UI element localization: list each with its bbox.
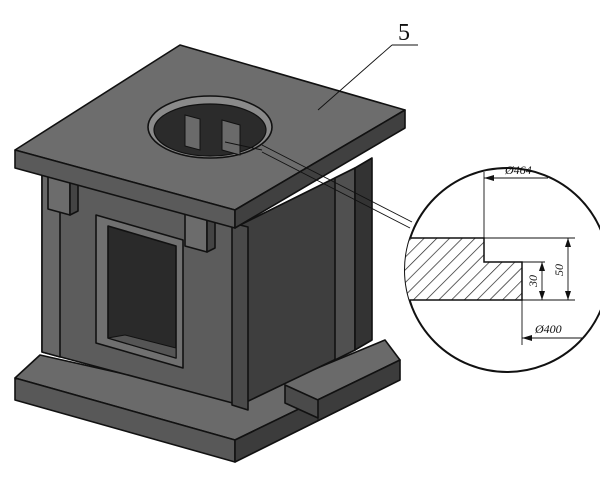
- window-opening: [95, 214, 184, 369]
- base-gap-left: [284, 384, 319, 419]
- lid-hole-inner: [153, 103, 267, 157]
- callout-leader: [317, 44, 393, 111]
- part-number-label: 5: [398, 20, 410, 46]
- dim-30-label: 30: [526, 275, 540, 288]
- dim-30-arrow-top: [539, 262, 545, 271]
- hole-inner-wall-right: [221, 119, 241, 156]
- hole-inner-ledge: [224, 141, 263, 151]
- dim-50-arrow-top: [565, 238, 571, 247]
- lid-right-face: [234, 109, 406, 229]
- dim-30-arrow-bottom: [539, 291, 545, 300]
- detail-leader-upper: [261, 144, 413, 223]
- dim-464-arrow: [484, 175, 494, 181]
- dim-400-label: Ø400: [534, 322, 562, 336]
- front-post-edge: [231, 222, 249, 411]
- window-inner-sill: [107, 334, 177, 359]
- right-post-side: [354, 157, 373, 351]
- dim-50-arrow-bottom: [565, 291, 571, 300]
- right-post-front: [334, 167, 356, 361]
- hole-inner-wall-left: [184, 114, 201, 151]
- detail-leader-lines: [261, 144, 413, 229]
- part-callout: 5: [317, 20, 418, 111]
- brackets: [47, 174, 216, 253]
- dim-400-arrow: [522, 335, 532, 341]
- dim-464-label: Ø464: [504, 163, 532, 177]
- corner-posts: [41, 157, 373, 411]
- detail-leader-lower: [261, 151, 411, 229]
- base-plate: [14, 339, 401, 463]
- dim-50-label: 50: [552, 264, 566, 276]
- detail-view: Ø464 Ø400 30 50: [404, 163, 600, 373]
- top-lid: [14, 44, 406, 229]
